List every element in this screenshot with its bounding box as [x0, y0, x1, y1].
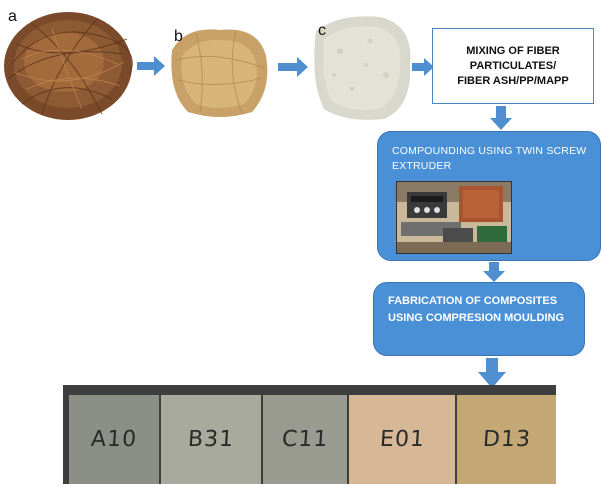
step-fabrication-box: FABRICATION OF COMPOSITES USING COMPRESI… [373, 282, 585, 356]
photo-fiber-particulates [310, 11, 416, 123]
photo-processed-fiber [166, 20, 272, 122]
sample-tile-d13: D13 [457, 395, 556, 484]
step-fabrication-text: FABRICATION OF COMPOSITES USING COMPRESI… [388, 295, 565, 324]
panel-label-b: b [174, 28, 183, 45]
step-mixing-line-1: MIXING OF FIBER [466, 44, 560, 57]
arrow-down-icon [478, 358, 506, 388]
photo-raw-fiber [2, 4, 134, 124]
arrow-right-icon [278, 57, 308, 77]
sample-label-e01: E01 [378, 427, 426, 452]
step-compounding-text: COMPOUNDING USING TWIN SCREW EXTRUDER [392, 145, 587, 172]
step-compounding-box: COMPOUNDING USING TWIN SCREW EXTRUDER [377, 131, 601, 261]
step-mixing-line-2: PARTICULATES/ [469, 59, 557, 72]
arrow-right-icon [412, 58, 434, 76]
sample-label-d13: D13 [481, 427, 532, 452]
sample-label-c11: C11 [280, 427, 330, 452]
step-mixing-line-3: FIBER ASH/PP/MAPP [457, 74, 569, 87]
sample-tile-c11: C11 [263, 395, 347, 484]
composite-samples-photo: A10 B31 C11 E01 D13 [63, 385, 556, 484]
sample-tile-e01: E01 [349, 395, 455, 484]
sample-label-b31: B31 [187, 427, 235, 452]
panel-label-c: c [318, 22, 326, 39]
arrow-right-icon [137, 56, 165, 76]
arrow-down-icon [490, 106, 512, 130]
step-mixing-box: MIXING OF FIBER PARTICULATES/ FIBER ASH/… [432, 28, 594, 104]
panel-label-a: a [8, 8, 17, 25]
sample-label-a10: A10 [90, 427, 138, 452]
sample-tile-a10: A10 [69, 395, 159, 484]
arrow-down-icon [483, 262, 505, 282]
extruder-photo [396, 181, 512, 254]
sample-tile-b31: B31 [161, 395, 261, 484]
